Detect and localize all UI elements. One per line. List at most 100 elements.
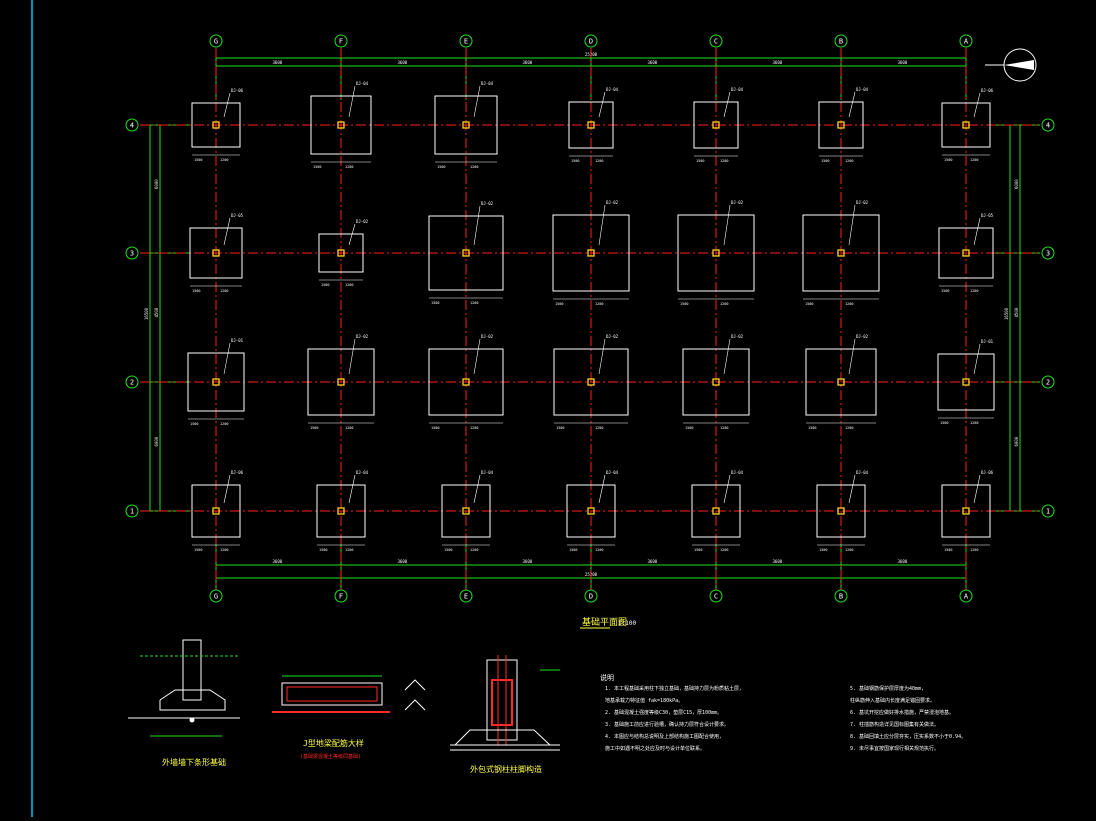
axis-bubble-bottom-E-circle — [459, 589, 473, 603]
detail-2-subtitle: (基础梁混凝土等级同基础) — [300, 753, 361, 760]
note-line: 8. 基础回填土应分层夯实，压实系数不小于0.94。 — [850, 733, 966, 740]
column-mark — [462, 249, 470, 257]
footing-dim-label: 1200 — [595, 548, 603, 552]
note-line: 9. 未尽事宜按国家现行相关规范执行。 — [850, 745, 939, 752]
footing-dim-label: 1500 — [569, 548, 577, 552]
footing-dim-label: 1200 — [345, 283, 353, 287]
axis-bubble-right-4-circle — [1041, 118, 1055, 132]
footing-tag-leader — [473, 474, 481, 504]
footing-dim-label: 1500 — [944, 548, 952, 552]
footing-dim-label: 1200 — [845, 548, 853, 552]
note-line: 3. 基础施工前应进行验槽，确认持力层符合设计要求。 — [605, 721, 729, 728]
dimension-label: 3600 — [398, 60, 408, 65]
column-mark — [212, 249, 220, 257]
footing-outline — [802, 214, 880, 292]
footing-tag-leader — [598, 474, 606, 504]
footing-tag-leader — [973, 343, 981, 375]
dimension-label: 4500 — [154, 307, 159, 317]
axis-bubble-top-E-circle — [459, 34, 473, 48]
axis-bubble-bottom-A-circle — [959, 589, 973, 603]
column-mark — [587, 121, 595, 129]
axis-bubble-left-1-circle — [125, 504, 139, 518]
footing-tag: DJ-01 — [981, 339, 994, 344]
footing-dim-label: 1200 — [345, 165, 353, 169]
footing-dim-label: 1500 — [190, 422, 198, 426]
footing-tag: DJ-02 — [481, 201, 494, 206]
footing-dim-label: 1500 — [310, 426, 318, 430]
plan-title: 基础平面图 — [582, 616, 627, 628]
footing-tag: DJ-02 — [356, 334, 369, 339]
footing-outline — [805, 348, 877, 416]
footing-outline — [187, 352, 245, 412]
dimension-label: 3600 — [898, 559, 908, 564]
footing-tag: DJ-06 — [981, 470, 994, 475]
axis-bubble-top-D-label: D — [589, 38, 593, 46]
column-mark — [712, 249, 720, 257]
footing-tag-leader — [723, 474, 731, 504]
axis-bubble-right-2-circle — [1041, 375, 1055, 389]
footing-tag-leader — [223, 92, 231, 118]
column-mark — [962, 249, 970, 257]
footing-outline — [318, 233, 364, 273]
footing-dim-label: 1500 — [941, 289, 949, 293]
footing-tag: DJ-04 — [606, 87, 619, 92]
footing-outline — [316, 484, 366, 538]
axis-bubble-right-3-label: 3 — [1046, 250, 1050, 258]
dimension-label: 6000 — [1014, 179, 1019, 189]
column-mark — [212, 121, 220, 129]
footing-outline — [310, 95, 372, 155]
footing-tag: DJ-05 — [981, 213, 994, 218]
dimension-label: 6000 — [154, 436, 159, 446]
detail-2-title: J型地梁配筋大样 — [303, 738, 364, 748]
footing-outline — [553, 348, 629, 416]
footing-outline — [568, 101, 614, 149]
footing-dim-label: 1200 — [220, 422, 228, 426]
dimension-label: 3600 — [273, 60, 283, 65]
column-mark — [212, 378, 220, 386]
detail-strip-footing: 外墙墙下条形基础 — [128, 639, 240, 767]
axis-bubble-top-G-label: G — [214, 38, 218, 46]
footing-outline — [428, 348, 504, 416]
column-mark — [212, 507, 220, 515]
footing-outline — [552, 214, 630, 292]
footing-dim-label: 1200 — [595, 426, 603, 430]
axis-bubble-left-3-label: 3 — [130, 250, 134, 258]
footing-dim-label: 1200 — [845, 159, 853, 163]
footing-outline — [677, 214, 755, 292]
axis-bubble-top-A-label: A — [964, 38, 969, 46]
footing-tag: DJ-04 — [481, 81, 494, 86]
footing-dim-label: 1200 — [345, 548, 353, 552]
footing-tag-leader — [348, 474, 356, 504]
footing-dim-label: 1500 — [696, 159, 704, 163]
axis-bubble-left-1-label: 1 — [130, 508, 134, 516]
footing-tag: DJ-06 — [231, 88, 244, 93]
column-mark — [337, 121, 345, 129]
dimension-label: 4500 — [1014, 307, 1019, 317]
axis-bubble-right-1-circle — [1041, 504, 1055, 518]
footing-tag: DJ-04 — [856, 470, 869, 475]
column-mark — [712, 121, 720, 129]
footing-dim-label: 1500 — [685, 426, 693, 430]
axis-bubble-bottom-B-circle — [834, 589, 848, 603]
footing-tag-leader — [598, 338, 606, 375]
column-mark — [712, 378, 720, 386]
note-line: 4. 本图应与结构总说明及上部结构施工图配合使用， — [605, 733, 724, 740]
column-mark — [837, 249, 845, 257]
footing-tag-leader — [973, 92, 981, 118]
footing-tag: DJ-02 — [856, 200, 869, 205]
footing-dim-label: 1200 — [970, 421, 978, 425]
footing-tag: DJ-04 — [731, 470, 744, 475]
footing-dim-label: 1200 — [345, 426, 353, 430]
footing-tag: DJ-04 — [356, 81, 369, 86]
footing-tag-leader — [973, 474, 981, 504]
column-mark — [587, 378, 595, 386]
grid-axis-lines — [140, 48, 1040, 590]
dimension-label: 3600 — [273, 559, 283, 564]
footing-tag-leader — [848, 474, 856, 504]
note-line: 地基承载力特征值 fak=180kPa。 — [605, 697, 683, 704]
axis-bubble-left-4-label: 4 — [130, 122, 134, 130]
footing-tag: DJ-02 — [356, 219, 369, 224]
